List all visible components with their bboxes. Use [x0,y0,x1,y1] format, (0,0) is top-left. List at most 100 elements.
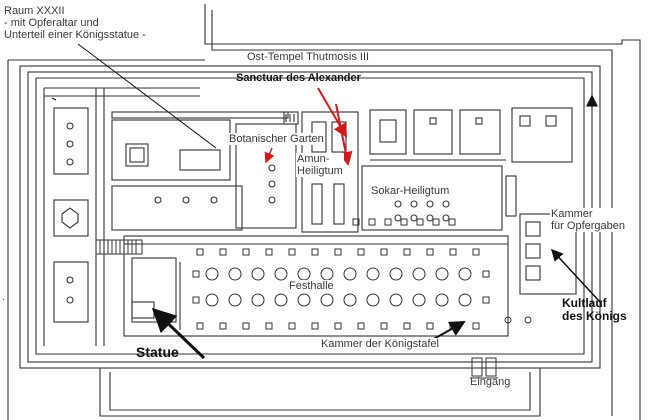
sanctuar-arrow-2 [335,103,353,166]
kammer-line-1: Kammer [551,208,593,220]
hall-pillar [448,218,456,226]
eingang-label: Eingang [470,376,511,388]
hall-column [274,293,288,307]
hall-column [297,267,311,281]
botanischer-garten-label: Botanischer Garten [228,133,325,146]
hall-column [389,267,403,281]
amun-heiligtum-label: Amun- Heiligtum [296,153,344,178]
raum-xxxii-pointer [77,43,217,149]
hall-column [412,293,426,307]
festhalle-label: Festhalle [288,280,335,293]
hall-column [343,293,357,307]
hall-pillar [288,248,296,256]
hall-column [412,267,426,281]
hall-pillar [357,248,365,256]
eingang-gate [470,357,498,379]
statue-arrow [151,307,206,360]
sanctuar-label: Sanctuar des Alexander [236,72,361,84]
hall-pillar [196,248,204,256]
hall-pillar [265,248,273,256]
enclosure-wall-inner [211,10,613,416]
hall-pillar [380,322,388,330]
hall-column [504,316,512,324]
raum-xxxii-label: Raum XXXII - mit Opferaltar und Untertei… [4,5,146,41]
hall-column [366,293,380,307]
staircase [95,239,143,255]
kultlauf-arrow [550,248,601,303]
hall-pillar [192,296,200,304]
hall-column [524,316,532,324]
main-temple-outer [19,65,601,369]
hall-column [435,293,449,307]
festhalle-columns [192,218,532,330]
sokar-heiligtum-label: Sokar-Heiligtum [370,185,451,198]
hall-column [251,267,265,281]
hall-column [274,267,288,281]
kammer-koenigstafel-label: Kammer der Königstafel [320,338,440,351]
hall-column [228,267,242,281]
raum-title: Raum XXXII [4,5,65,17]
kammer-opfergaben-label: Kammer für Opfergaben [550,208,626,233]
hall-pillar [403,322,411,330]
hall-column [435,267,449,281]
hall-column [320,293,334,307]
hall-column [366,267,380,281]
hall-pillar [482,270,490,278]
kammer-line-2: für Opfergaben [551,220,625,233]
hall-column [458,267,472,281]
festhalle [123,235,509,337]
main-temple-inner [27,71,593,363]
kultlauf-line-1: Kultlauf [562,296,607,310]
hall-pillar [334,322,342,330]
hall-pillar [384,218,392,226]
amun-line-1: Amun- [297,153,330,165]
front-court [99,368,541,417]
botanischer-pointer [51,97,57,101]
kammer-opfergaben [519,213,577,295]
kultlauf-line-2: des Königs [562,309,627,324]
hall-column [205,293,219,307]
kultlauf-label: Kultlauf des Königs [562,296,627,324]
hall-pillar [288,322,296,330]
hall-pillar [352,218,360,226]
hall-pillar [432,218,440,226]
amun-line-2: Heiligtum [297,165,343,178]
hall-pillar [219,248,227,256]
hall-pillar [472,248,480,256]
hall-pillar [242,248,250,256]
hall-pillar [311,248,319,256]
hall-pillar [334,248,342,256]
hall-pillar [265,322,273,330]
statue-label: Statue [136,344,179,360]
raum-subtitle-2: Unterteil einer Königsstatue - [4,29,146,42]
hall-pillar [472,322,480,330]
hall-pillar [311,322,319,330]
hall-column [205,267,219,281]
raum-xxxii [111,119,231,181]
hall-pillar [219,322,227,330]
hall-column [251,293,265,307]
hall-column [228,293,242,307]
hall-pillar [380,248,388,256]
margin-dot: . [2,292,5,303]
raum-subtitle-1: - mit Opferaltar und [4,17,99,30]
hall-pillar [482,296,490,304]
enclosure-wall [204,4,641,420]
hall-column [343,267,357,281]
hall-column [389,293,403,307]
hall-column [320,267,334,281]
hall-pillar [426,322,434,330]
hall-pillar [192,270,200,278]
hall-pillar [242,322,250,330]
hall-pillar [357,322,365,330]
koenigstafel-arrow [431,321,466,341]
hall-column [297,293,311,307]
ost-tempel-label: Ost-Tempel Thutmosis III [246,51,371,64]
hall-pillar [196,322,204,330]
hall-pillar [449,248,457,256]
hall-pillar [403,248,411,256]
sokar-heiligtum [361,165,503,231]
hall-pillar [368,218,376,226]
hall-column [458,293,472,307]
hall-pillar [426,248,434,256]
